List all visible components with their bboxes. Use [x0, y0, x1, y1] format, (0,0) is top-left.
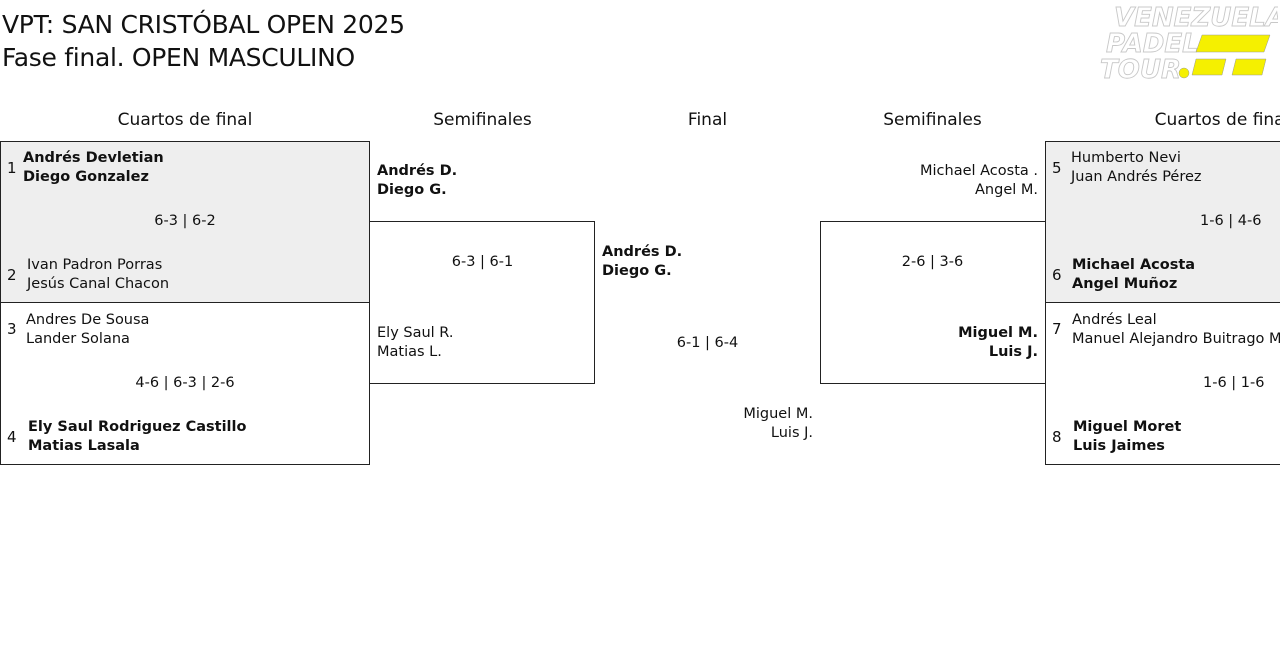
round-header-left-semis: Semifinales	[433, 110, 532, 130]
team-sf2-top: Michael Acosta . Angel M.	[850, 162, 1038, 200]
team-qf1-top: Andrés Devletian Diego Gonzalez	[23, 149, 164, 187]
seed-number: 8	[1052, 428, 1062, 446]
logo-line-venezuela: VENEZUELA	[1114, 3, 1278, 33]
player-name: Diego G.	[377, 182, 447, 198]
team-sf2-bottom: Miguel M. Luis J.	[850, 324, 1038, 362]
player-name: Andres De Sousa	[26, 312, 150, 328]
player-name: Andrés D.	[377, 163, 458, 179]
seed-number: 6	[1052, 266, 1062, 284]
round-header-right-quarters: Cuartos de final	[1154, 110, 1280, 130]
player-name: Lander Solana	[26, 331, 130, 347]
player-name: Jesús Canal Chacon	[27, 276, 170, 292]
match-score-qf2: 4-6 | 6-3 | 2-6	[135, 375, 235, 391]
seed-number: 1	[7, 159, 17, 177]
team-qf4-top: Andrés Leal Manuel Alejandro Buitrago Mo…	[1072, 311, 1280, 349]
player-name: Matias Lasala	[28, 438, 140, 454]
page-title: VPT: SAN CRISTÓBAL OPEN 2025	[2, 10, 405, 39]
player-name: Ivan Padron Porras	[27, 257, 163, 273]
match-score-sf1: 6-3 | 6-1	[451, 254, 514, 270]
seed-number: 5	[1052, 159, 1062, 177]
venezuela-padel-tour-logo: VENEZUELA PADEL TOUR	[1100, 3, 1278, 82]
team-qf1-bottom: Ivan Padron Porras Jesús Canal Chacon	[27, 256, 169, 294]
player-name: Ely Saul Rodriguez Castillo	[28, 419, 247, 435]
match-box-qf1	[0, 141, 370, 303]
player-name: Diego G.	[602, 263, 672, 279]
team-final-bottom: Miguel M. Luis J.	[640, 405, 813, 443]
logo-line-tour: TOUR	[1100, 55, 1181, 82]
match-box-qf4	[1045, 302, 1280, 465]
team-sf1-top: Andrés D. Diego G.	[377, 162, 457, 200]
match-score-qf3: 1-6 | 4-6	[1200, 213, 1262, 229]
player-name: Miguel M.	[743, 406, 813, 422]
logo-line-padel: PADEL	[1106, 29, 1199, 59]
player-name: Miguel M.	[958, 325, 1038, 341]
seed-number: 7	[1052, 320, 1062, 338]
player-name: Diego Gonzalez	[23, 169, 149, 185]
round-header-right-semis: Semifinales	[883, 110, 982, 130]
logo-accent-bar-top	[1195, 34, 1271, 53]
seed-number: 3	[7, 320, 17, 338]
round-header-left-quarters: Cuartos de final	[117, 110, 253, 130]
player-name: Luis J.	[770, 425, 813, 441]
team-qf4-bottom: Miguel Moret Luis Jaimes	[1073, 418, 1181, 456]
logo-accent-bar-left	[1191, 58, 1227, 76]
logo-accent-bar-right	[1231, 58, 1267, 76]
team-sf1-bottom: Ely Saul R. Matias L.	[377, 324, 453, 362]
match-box-sf1	[369, 221, 595, 384]
player-name: Andrés Devletian	[23, 150, 164, 166]
player-name: Matias L.	[377, 344, 442, 360]
team-qf3-top: Humberto Nevi Juan Andrés Pérez	[1071, 149, 1202, 187]
match-box-qf3	[1045, 141, 1280, 303]
player-name: Luis Jaimes	[1073, 438, 1165, 454]
player-name: Andrés D.	[602, 244, 683, 260]
player-name: Michael Acosta .	[920, 163, 1038, 179]
team-qf3-bottom: Michael Acosta Angel Muñoz	[1072, 256, 1195, 294]
team-qf2-bottom: Ely Saul Rodriguez Castillo Matias Lasal…	[28, 418, 246, 456]
team-final-top: Andrés D. Diego G.	[602, 243, 682, 281]
player-name: Miguel Moret	[1073, 419, 1182, 435]
player-name: Angel M.	[975, 182, 1038, 198]
player-name: Manuel Alejandro Buitrago Mora	[1072, 331, 1280, 347]
match-score-sf2: 2-6 | 3-6	[901, 254, 964, 270]
match-score-final: 6-1 | 6-4	[676, 335, 739, 351]
player-name: Humberto Nevi	[1071, 150, 1181, 166]
seed-number: 2	[7, 266, 17, 284]
team-qf2-top: Andres De Sousa Lander Solana	[26, 311, 149, 349]
player-name: Luis J.	[988, 344, 1038, 360]
player-name: Andrés Leal	[1072, 312, 1157, 328]
player-name: Angel Muñoz	[1072, 276, 1178, 292]
player-name: Ely Saul R.	[377, 325, 454, 341]
match-score-qf1: 6-3 | 6-2	[154, 213, 216, 229]
round-header-final: Final	[687, 110, 728, 130]
logo-accent-dot	[1178, 67, 1190, 79]
player-name: Michael Acosta	[1072, 257, 1196, 273]
page-subtitle: Fase final. OPEN MASCULINO	[2, 43, 355, 72]
player-name: Juan Andrés Pérez	[1071, 169, 1202, 185]
seed-number: 4	[7, 428, 17, 446]
match-score-qf4: 1-6 | 1-6	[1203, 375, 1265, 391]
